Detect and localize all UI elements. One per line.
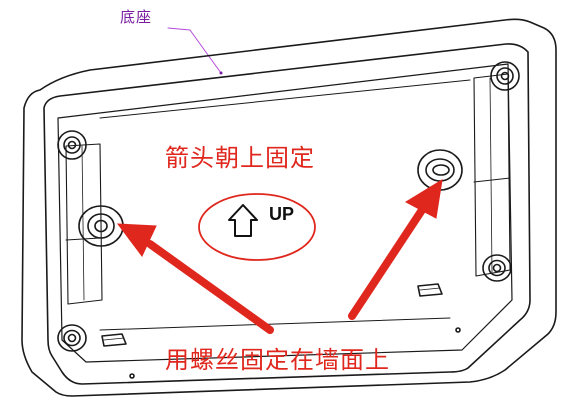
pointer-arrowhead-left (116, 223, 157, 257)
pointer-arrow-left (146, 240, 274, 334)
base-label: 底座 (120, 8, 153, 26)
pointer-arrow-right (348, 206, 426, 320)
up-marker-ellipse (198, 193, 316, 261)
base-leader-line (167, 27, 222, 74)
mount-note: 用螺丝固定在墙面上 (165, 346, 390, 374)
clip-right (417, 283, 443, 297)
left-wall-ribs (65, 143, 103, 305)
floor-line-2 (99, 317, 451, 331)
corner-post-bottom-right (482, 254, 512, 282)
box-outer-rim (21, 18, 557, 397)
box-inner-rim (43, 43, 531, 385)
clip-left (101, 333, 127, 347)
rim-depth-line (57, 63, 513, 363)
up-arrow-icon (228, 204, 258, 237)
floor-line (99, 79, 471, 119)
pointer-arrowhead-right (404, 179, 443, 219)
corner-post-top-left (57, 130, 87, 160)
corner-post-bottom-left (57, 324, 87, 352)
up-label: UP (269, 204, 295, 224)
corner-post-top-right (490, 61, 520, 91)
red-pointer-arrows (116, 179, 443, 334)
orientation-note: 箭头朝上固定 (165, 144, 315, 172)
